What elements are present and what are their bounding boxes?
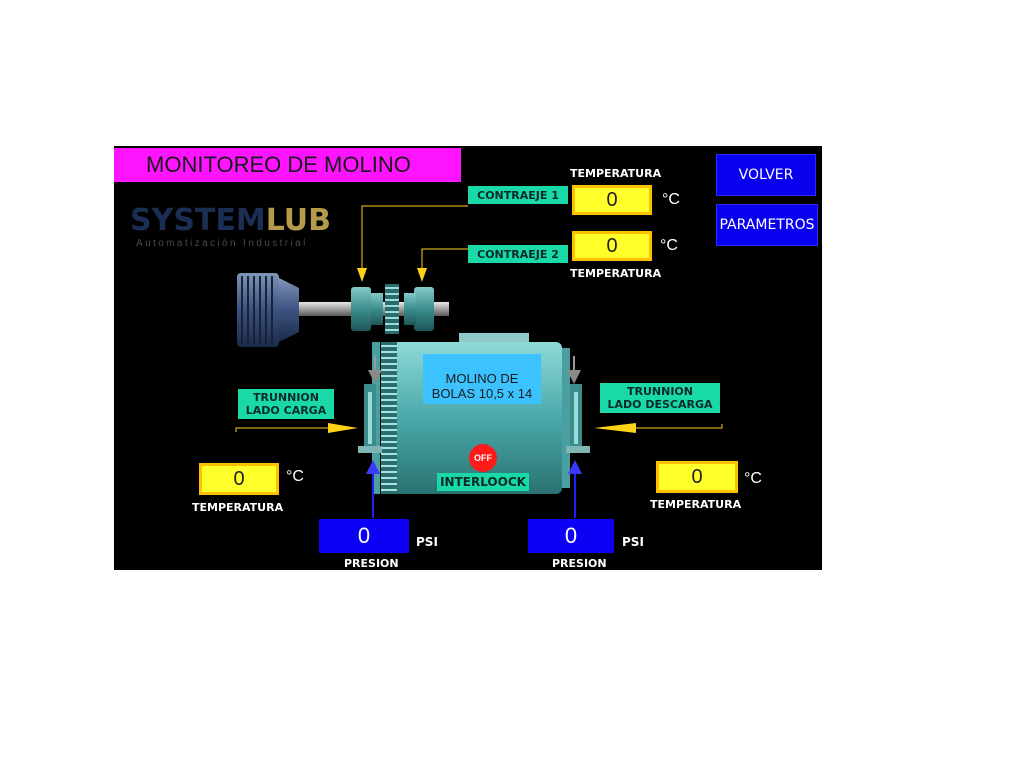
trunnion-descarga-temp-value: 0 bbox=[656, 461, 738, 493]
contraeje2-temp-label: TEMPERATURA bbox=[570, 267, 662, 280]
mill-name-line2: BOLAS 10,5 x 14 bbox=[431, 386, 533, 401]
down-arrow-icon bbox=[368, 356, 581, 384]
contraeje1-temp-unit: °C bbox=[662, 191, 680, 208]
trunnion-descarga-tag-line2: LADO DESCARGA bbox=[607, 398, 713, 411]
trunnion-carga-tag-line2: LADO CARGA bbox=[245, 404, 327, 417]
pinion-gear-icon bbox=[385, 284, 399, 334]
trunnion-carga-temp-label: TEMPERATURA bbox=[192, 501, 284, 514]
trunnion-carga-tag-line1: TRUNNION bbox=[253, 391, 319, 404]
parametros-button[interactable]: PARAMETROS bbox=[716, 204, 818, 246]
contraeje2-tag: CONTRAEJE 2 bbox=[468, 245, 568, 263]
contraeje2-temp-unit: °C bbox=[660, 237, 678, 254]
logo-brand-a: SYSTEM bbox=[130, 203, 266, 238]
trunnion-carga-bearing-icon bbox=[358, 384, 382, 453]
trunnion-carga-press-value: 0 bbox=[319, 519, 409, 553]
logo-brand-b: LUB bbox=[265, 203, 332, 238]
systemlub-logo: SYSTEMLUB Automatización Industrial bbox=[130, 203, 350, 250]
trunnion-descarga-press-unit: PSI bbox=[622, 535, 644, 549]
volver-button[interactable]: VOLVER bbox=[716, 154, 816, 196]
up-arrow-icon bbox=[366, 460, 582, 518]
coupling-icon bbox=[351, 287, 434, 331]
trunnion-carga-press-label: PRESION bbox=[344, 557, 399, 570]
trunnion-carga-temp-unit: °C bbox=[286, 468, 304, 485]
status-off-indicator: OFF bbox=[469, 444, 497, 472]
contraeje1-temp-value: 0 bbox=[572, 185, 652, 215]
contraeje2-temp-value: 0 bbox=[572, 231, 652, 261]
trunnion-carga-press-unit: PSI bbox=[416, 535, 438, 549]
hmi-screen: MONITOREO DE MOLINO SYSTEMLUB Automatiza… bbox=[114, 146, 822, 570]
trunnion-descarga-press-value: 0 bbox=[528, 519, 614, 553]
trunnion-descarga-press-label: PRESION bbox=[552, 557, 607, 570]
arrow-icon bbox=[328, 268, 636, 433]
mill-name-panel: MOLINO DE BOLAS 10,5 x 14 bbox=[423, 354, 541, 404]
trunnion-descarga-temp-unit: °C bbox=[744, 470, 762, 487]
trunnion-carga-temp-value: 0 bbox=[199, 463, 279, 495]
trunnion-descarga-temp-label: TEMPERATURA bbox=[650, 498, 742, 511]
motor-icon bbox=[237, 273, 299, 347]
trunnion-descarga-tag-line1: TRUNNION bbox=[627, 385, 693, 398]
interlock-tag: INTERLOOCK bbox=[437, 473, 529, 491]
logo-tagline: Automatización Industrial bbox=[136, 238, 308, 249]
contraeje1-temp-label: TEMPERATURA bbox=[570, 167, 662, 180]
page-title: MONITOREO DE MOLINO bbox=[114, 148, 461, 182]
contraeje1-tag: CONTRAEJE 1 bbox=[468, 186, 568, 204]
trunnion-descarga-bearing-icon bbox=[566, 384, 590, 453]
mill-name-line1: MOLINO DE bbox=[445, 371, 519, 386]
